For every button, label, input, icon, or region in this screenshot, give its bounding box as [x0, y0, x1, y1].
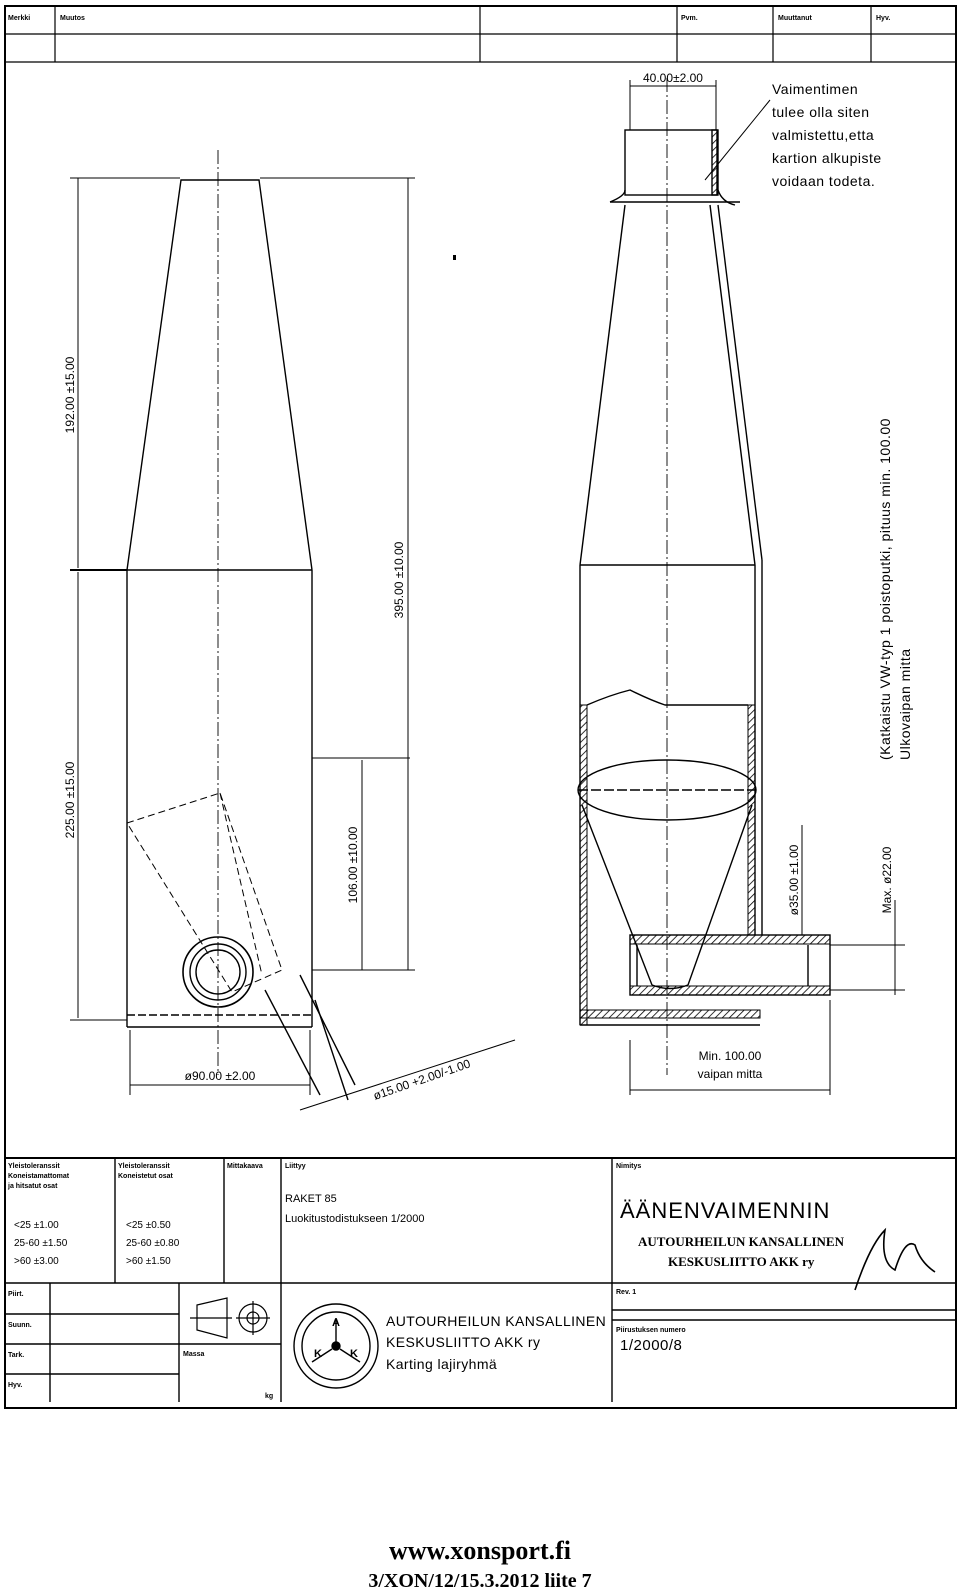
- tol2-row-2: 25-60 ±0.80: [126, 1238, 180, 1249]
- dim-inlet-position: 106.00 ±10.00: [346, 826, 360, 903]
- left-view: [126, 150, 356, 1101]
- org-line-1: AUTOURHEILUN KANSALLINEN: [386, 1313, 606, 1329]
- footer-url[interactable]: www.xonsport.fi: [388, 1536, 571, 1565]
- suunn-label: Suunn.: [8, 1322, 32, 1329]
- piirt-label: Piirt.: [8, 1291, 24, 1298]
- hyv-label: Hyv.: [8, 1382, 22, 1389]
- stray-mark: [453, 255, 456, 260]
- right-dimensions: [629, 80, 905, 1095]
- massa-label: Massa: [183, 1351, 205, 1358]
- side-note-1: (Katkaistu VW-typ 1 poistoputki, pituus …: [877, 418, 893, 760]
- svg-text:Vaimentimen: Vaimentimen: [772, 81, 858, 97]
- svg-text:kartion alkupiste: kartion alkupiste: [772, 150, 882, 166]
- kg-label: kg: [265, 1393, 273, 1400]
- tol1-head-1: Yleistoleranssit: [8, 1163, 60, 1170]
- part-number-label: Piirustuksen numero: [616, 1327, 686, 1334]
- tol2-head-1: Yleistoleranssit: [118, 1163, 170, 1170]
- raket-text: RAKET 85: [285, 1193, 337, 1205]
- tol2-head-2: Koneistetut osat: [118, 1173, 174, 1180]
- tark-label: Tark.: [8, 1352, 24, 1359]
- tol1-head-3: ja hitsatut osat: [7, 1183, 58, 1190]
- projection-symbol-icon: [190, 1297, 270, 1339]
- akk-logo-icon: [293, 1303, 379, 1389]
- header-muuttanut: Muuttanut: [778, 15, 812, 22]
- stamp-line-1: AUTOURHEILUN KANSALLINEN: [638, 1234, 845, 1249]
- org-line-2: KESKUSLIITTO AKK ry: [386, 1334, 540, 1350]
- header-merkki: Merkki: [8, 15, 30, 22]
- liittyy-label: Liittyy: [285, 1163, 306, 1170]
- damper-note: Vaimentimen tulee olla siten valmistettu…: [772, 81, 882, 189]
- tol1-row-2: 25-60 ±1.50: [14, 1238, 68, 1249]
- logo-letter-k2: K: [350, 1348, 358, 1360]
- footer-reference: 3/XON/12/15.3.2012 liite 7: [368, 1570, 592, 1592]
- signature: [854, 1227, 936, 1291]
- dim-body-diameter: ø90.00 ±2.00: [185, 1069, 256, 1083]
- dim-max-diameter: Max. ø22.00: [880, 846, 894, 913]
- mittakaava-label: Mittakaava: [227, 1163, 263, 1170]
- side-note-2: Ulkovaipan mitta: [897, 649, 913, 761]
- header-pvm: Pvm.: [681, 15, 698, 22]
- dim-cylinder-length: 225.00 ±15.00: [63, 761, 77, 838]
- svg-text:voidaan todeta.: voidaan todeta.: [772, 173, 875, 189]
- nimitys-label: Nimitys: [616, 1163, 641, 1170]
- org-line-3: Karting lajiryhmä: [386, 1356, 497, 1372]
- tol1-head-2: Koneistamattomat: [8, 1173, 70, 1180]
- revision-header: [5, 6, 956, 63]
- dim-top-width: 40.00±2.00: [643, 71, 703, 85]
- logo-letter-a: A: [332, 1317, 340, 1329]
- title-block: [5, 1157, 956, 1402]
- dim-pipe-diameter: ø35.00 ±1.00: [787, 844, 801, 915]
- header-hyv: Hyv.: [876, 15, 890, 22]
- tol1-row-1: <25 ±1.00: [14, 1220, 59, 1231]
- header-muutos: Muutos: [60, 15, 85, 22]
- luokitus-text: Luokitustodistukseen 1/2000: [285, 1213, 424, 1225]
- dim-total-length: 395.00 ±10.00: [392, 541, 406, 618]
- tol2-row-3: >60 ±1.50: [126, 1256, 171, 1267]
- part-number: 1/2000/8: [620, 1337, 682, 1354]
- left-dimensions: [70, 177, 516, 1111]
- svg-text:tulee olla siten: tulee olla siten: [772, 104, 870, 120]
- tol2-row-1: <25 ±0.50: [126, 1220, 171, 1231]
- stamp-line-2: KESKUSLIITTO AKK ry: [668, 1254, 815, 1269]
- logo-letter-k1: K: [314, 1348, 322, 1360]
- rev-label: Rev. 1: [616, 1289, 636, 1296]
- drawing-title: ÄÄNENVAIMENNIN: [620, 1198, 830, 1223]
- dim-min-length: Min. 100.00: [699, 1049, 762, 1063]
- dim-cone-length: 192.00 ±15.00: [63, 356, 77, 433]
- svg-text:valmistettu,etta: valmistettu,etta: [772, 127, 874, 143]
- tol1-row-3: >60 ±3.00: [14, 1256, 59, 1267]
- dim-min-length-note: vaipan mitta: [698, 1067, 763, 1081]
- dim-wall: ø15.00 +2.00/-1.00: [371, 1056, 472, 1102]
- right-view: [577, 78, 831, 1075]
